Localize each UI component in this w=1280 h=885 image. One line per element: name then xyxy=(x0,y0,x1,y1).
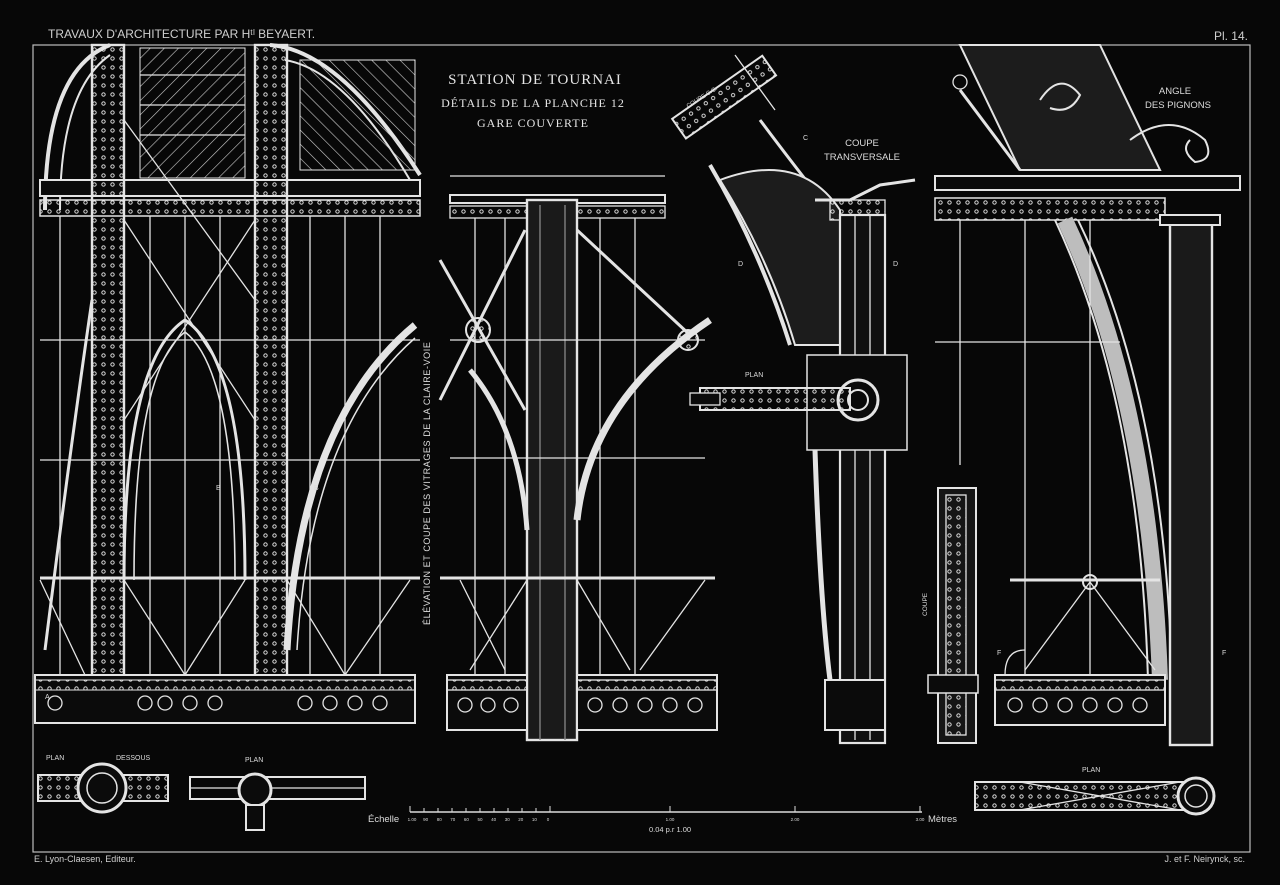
cross-section xyxy=(670,54,916,745)
scale-tick-large: 3.00 xyxy=(916,817,925,822)
label-plan-center: PLAN xyxy=(745,372,763,379)
right-elevation xyxy=(934,44,1241,747)
scale-label-right: Mètres xyxy=(928,814,957,825)
label-angle-1: ANGLE xyxy=(1159,86,1191,97)
scale-tick-small: 1.00 xyxy=(408,817,417,822)
header-left: TRAVAUX D'ARCHITECTURE PAR Hᵗˡ BEYAERT. xyxy=(48,27,315,41)
scale-tick-small: 90 xyxy=(423,817,429,822)
sheet-border xyxy=(32,44,1251,853)
scale-tick-small: 50 xyxy=(477,817,483,822)
scale-ticks-large: 1.00 2.00 3.00 xyxy=(666,817,925,822)
section-mark-b-2: B xyxy=(314,485,319,492)
scale-tick-small: 10 xyxy=(532,817,538,822)
label-plan-right: PLAN xyxy=(1082,767,1100,774)
scale-tick-small: 60 xyxy=(464,817,470,822)
plan-right xyxy=(974,776,1216,816)
section-mark-f: F xyxy=(997,650,1001,657)
scale-tick-small: 80 xyxy=(437,817,443,822)
header-right: Pl. 14. xyxy=(1214,29,1248,43)
label-angle-2: DES PIGNONS xyxy=(1145,100,1211,111)
title-details: DÉTAILS DE LA PLANCHE 12 xyxy=(441,96,625,110)
section-mark-f-2: F xyxy=(1222,650,1226,657)
title-station: STATION DE TOURNAI xyxy=(448,72,622,88)
scale-tick-small: 0 xyxy=(547,817,550,822)
scale-tick-large: 2.00 xyxy=(791,817,800,822)
section-mark-d-2: D xyxy=(893,261,898,268)
plan-left xyxy=(37,762,169,814)
vertical-caption: ÉLÉVATION ET COUPE DES VITRAGES DE LA CL… xyxy=(422,342,432,625)
scale-tick-small: 40 xyxy=(491,817,497,822)
center-elevation xyxy=(438,175,718,742)
scale-ratio: 0.04 p.r 1.00 xyxy=(649,825,691,834)
label-dessous: DESSOUS xyxy=(116,755,151,762)
label-coupe-transversale-1: COUPE xyxy=(845,138,879,149)
label-coupe-vertical: COUPE xyxy=(922,592,929,616)
coupe-detail xyxy=(927,487,979,744)
scale-label-left: Échelle xyxy=(368,814,399,825)
section-mark-b: B xyxy=(216,485,221,492)
scale-tick-small: 20 xyxy=(518,817,524,822)
plan-middle xyxy=(189,772,366,831)
scale-tick-small: 30 xyxy=(505,817,511,822)
scale-bar xyxy=(409,806,922,813)
label-plan-left: PLAN xyxy=(46,755,64,762)
footer-right: J. et F. Neirynck, sc. xyxy=(1164,854,1245,864)
section-mark-d: D xyxy=(738,261,743,268)
scale-ticks-small: 1.00 90 80 70 60 50 40 30 20 10 0 xyxy=(408,817,550,822)
scale-tick-large: 1.00 xyxy=(666,817,675,822)
left-elevation xyxy=(34,43,422,724)
section-mark-c: C xyxy=(803,135,808,142)
label-coupe-transversale-2: TRANSVERSALE xyxy=(824,152,900,163)
scale-tick-small: 70 xyxy=(450,817,456,822)
label-plan-mid: PLAN xyxy=(245,757,263,764)
footer-left: E. Lyon-Claesen, Editeur. xyxy=(34,854,136,864)
section-mark-a: A xyxy=(45,694,50,701)
title-gare: GARE COUVERTE xyxy=(477,116,589,130)
